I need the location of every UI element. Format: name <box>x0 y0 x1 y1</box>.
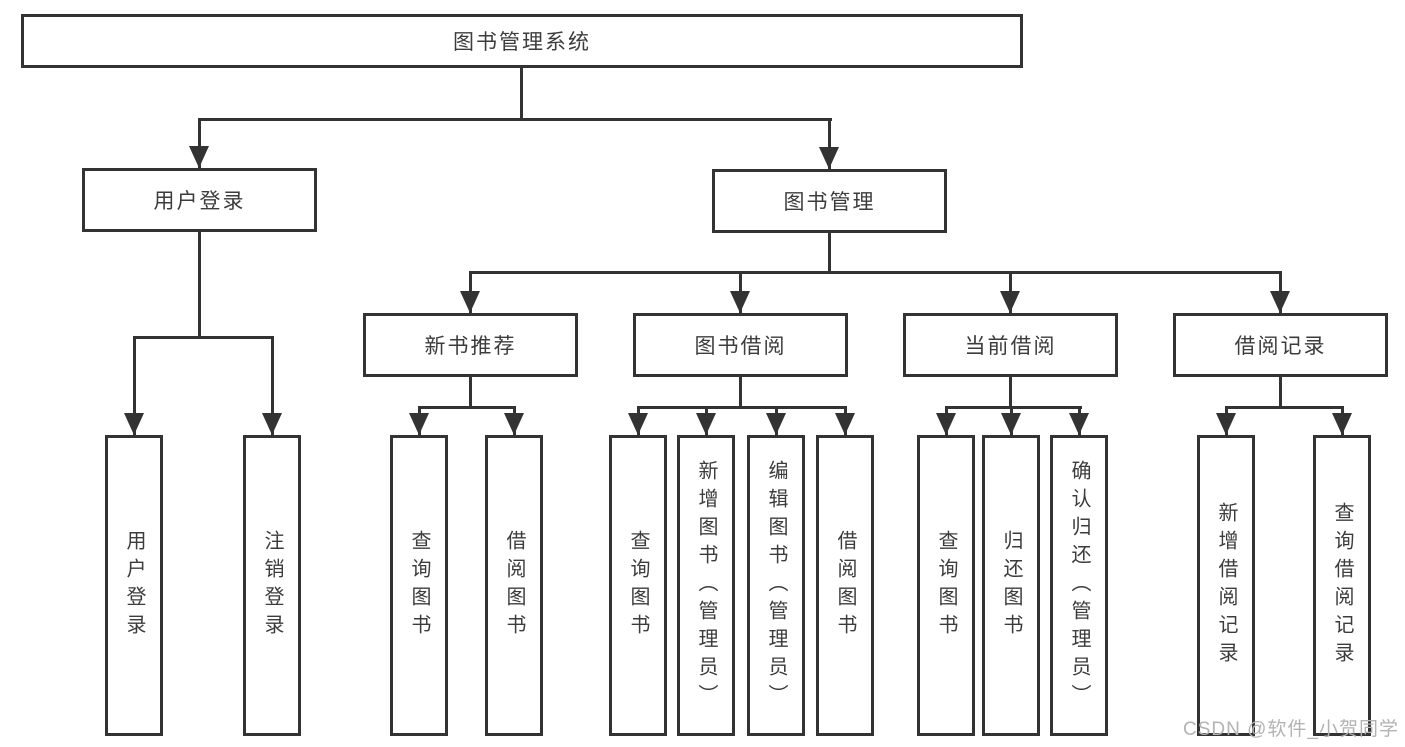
leaf-query-book-borrow: 查询图书 <box>609 435 667 736</box>
connector-drop-leaf <box>270 336 274 435</box>
leaf-add-borrow-record: 新增借阅记录 <box>1197 435 1255 736</box>
leaf-borrow-book-newbook: 借阅图书 <box>485 435 543 736</box>
node-user-login: 用户登录 <box>82 168 317 232</box>
leaf-user-login: 用户登录 <box>105 435 163 736</box>
arrow-down-icon <box>835 413 855 435</box>
connector-root-stem <box>520 68 523 121</box>
node-borrow-record: 借阅记录 <box>1173 313 1388 377</box>
connector-book-management-bar <box>469 271 1282 274</box>
arrow-down-icon <box>936 413 956 435</box>
arrow-down-icon <box>1332 413 1352 435</box>
leaf-edit-book-admin: 编辑图书（管理员） <box>747 435 805 736</box>
connector-stem <box>469 377 472 409</box>
leaf-logout: 注销登录 <box>243 435 301 736</box>
leaf-add-book-admin: 新增图书（管理员） <box>677 435 735 736</box>
connector-drop-leaf <box>132 336 136 435</box>
arrow-down-icon <box>1216 413 1236 435</box>
connector-drop-book-management <box>828 118 831 169</box>
connector-user-login-bar <box>132 336 274 339</box>
connector-bar <box>944 406 1082 409</box>
connector-stem <box>739 377 742 409</box>
arrow-down-icon <box>460 291 480 313</box>
leaf-return-book: 归还图书 <box>982 435 1040 736</box>
leaf-query-book-newbook: 查询图书 <box>390 435 448 736</box>
arrow-down-icon <box>766 413 786 435</box>
connector-user-login-stem <box>198 232 201 339</box>
connector-book-management-stem <box>828 233 831 274</box>
node-book-borrow: 图书借阅 <box>633 313 848 377</box>
node-current-borrow: 当前借阅 <box>903 313 1118 377</box>
arrow-down-icon <box>1069 413 1089 435</box>
arrow-down-icon <box>730 291 750 313</box>
connector-bar <box>1224 406 1344 409</box>
node-book-management: 图书管理 <box>712 169 947 233</box>
connector-bar <box>636 406 847 409</box>
arrow-down-icon <box>1001 413 1021 435</box>
leaf-borrow-book: 借阅图书 <box>816 435 874 736</box>
leaf-confirm-return-admin: 确认归还（管理员） <box>1050 435 1108 736</box>
arrow-down-icon <box>504 413 524 435</box>
connector-drop-user-login <box>198 118 201 168</box>
watermark: CSDN @软件_小贺同学 <box>1183 719 1399 740</box>
connector-stem <box>1279 377 1282 409</box>
arrow-down-icon <box>628 413 648 435</box>
leaf-query-borrow-record: 查询借阅记录 <box>1313 435 1371 736</box>
arrow-down-icon <box>262 413 282 435</box>
arrow-down-icon <box>1000 291 1020 313</box>
node-new-book-recommend: 新书推荐 <box>363 313 578 377</box>
arrow-down-icon <box>409 413 429 435</box>
arrow-down-icon <box>696 413 716 435</box>
leaf-query-book-current: 查询图书 <box>917 435 975 736</box>
arrow-down-icon <box>1270 291 1290 313</box>
arrow-down-icon <box>189 146 209 168</box>
arrow-down-icon <box>124 413 144 435</box>
node-library-management-system: 图书管理系统 <box>21 14 1023 68</box>
connector-root-bar <box>198 118 832 121</box>
connector-bar <box>417 406 516 409</box>
connector-stem <box>1009 377 1012 409</box>
arrow-down-icon <box>819 147 839 169</box>
